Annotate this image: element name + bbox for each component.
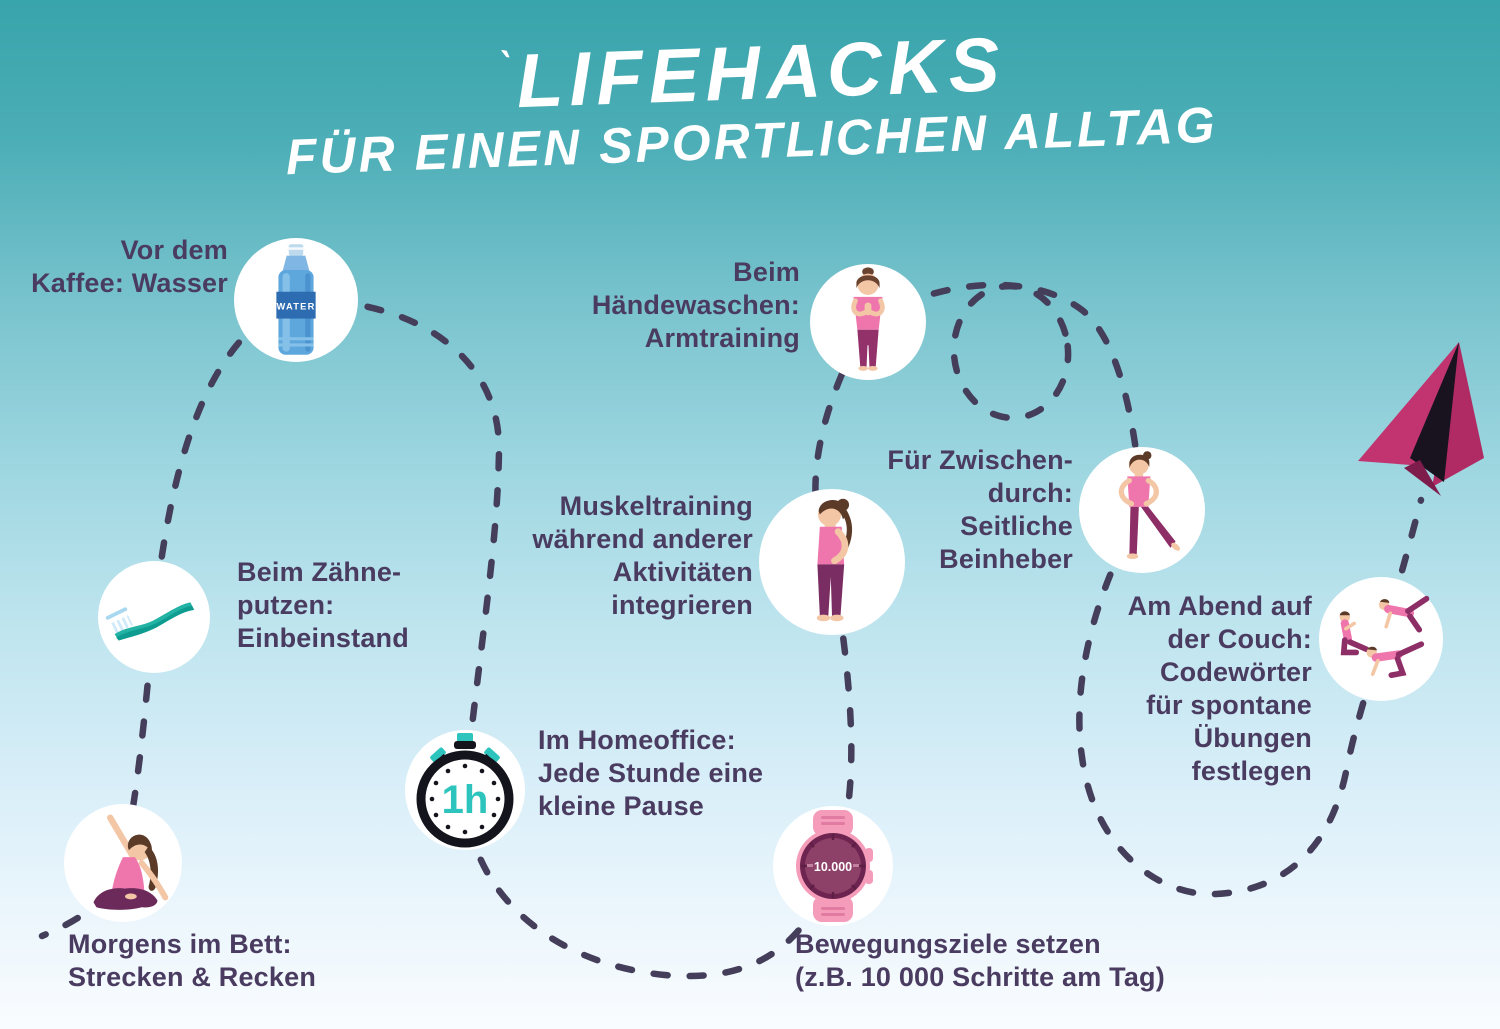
label-line: Seitliche — [960, 511, 1073, 541]
label-line: durch: — [987, 478, 1073, 508]
svg-text:WATER: WATER — [276, 301, 315, 311]
label-line: Im Homeoffice: — [538, 725, 736, 755]
prayer-pose-person-badge — [810, 264, 926, 380]
side-leg-raise-person-badge — [1079, 447, 1205, 573]
paper-plane-icon — [1358, 342, 1484, 496]
water-bottle-icon: WATER — [276, 244, 316, 355]
label-line: putzen: — [237, 590, 335, 620]
side-leg-raise-person-icon — [1118, 451, 1181, 560]
label-line: Strecken & Recken — [68, 962, 317, 992]
stopwatch-icon: 1h — [416, 733, 514, 848]
stopwatch-badge: 1h — [405, 730, 525, 850]
label-line: Händewaschen: — [591, 290, 800, 320]
smartwatch-badge: 10.000 — [773, 806, 893, 926]
path-segment-morning — [38, 296, 300, 940]
item-homeoffice-label: Im Homeoffice: Jede Stunde eine kleine P… — [538, 724, 763, 823]
toothbrush-badge — [98, 561, 210, 673]
label-line: für spontane — [1146, 690, 1312, 720]
prayer-pose-person-icon — [851, 267, 885, 371]
item-goals-label: Bewegungsziele setzen (z.B. 10 000 Schri… — [795, 928, 1165, 994]
path-segment-sidestep-couch — [1076, 506, 1385, 898]
standing-person-icon — [816, 498, 853, 622]
label-line: Morgens im Bett: — [68, 929, 292, 959]
title-accent: ` — [489, 43, 516, 90]
item-couch-label: Am Abend auf der Couch: Codewörter für s… — [1128, 590, 1312, 788]
path-segment-stopwatch-watch — [461, 786, 837, 980]
item-bed-label: Morgens im Bett: Strecken & Recken — [68, 928, 316, 994]
label-line: integrieren — [611, 590, 753, 620]
label-line: Beim Zähne- — [237, 557, 402, 587]
standing-person-badge — [759, 489, 905, 635]
path-segment-bottle-stopwatch — [292, 296, 503, 794]
svg-text:1h: 1h — [442, 778, 489, 822]
item-muscle-label: Muskeltraining während anderer Aktivität… — [532, 490, 753, 622]
label-line: der Couch: — [1167, 624, 1312, 654]
stretching-person-icon — [93, 814, 169, 910]
label-line: Muskeltraining — [559, 491, 753, 521]
path-loop — [950, 282, 1072, 422]
label-line: Beim — [733, 257, 800, 287]
stretching-person-badge — [64, 804, 182, 922]
path-segment-hands-sidestep — [864, 281, 1146, 514]
label-line: Armtraining — [644, 323, 800, 353]
item-between-label: Für Zwischen- durch: Seitliche Beinheber — [887, 444, 1073, 576]
exercise-poses-badge — [1319, 577, 1443, 701]
path-segment-muscle-hands — [812, 318, 872, 566]
label-line: während anderer — [532, 524, 753, 554]
label-line: Beinheber — [939, 544, 1073, 574]
label-line: Kaffee: Wasser — [31, 268, 228, 298]
label-line: Jede Stunde eine — [538, 758, 764, 788]
label-line: Für Zwischen- — [887, 445, 1073, 475]
label-line: festlegen — [1191, 756, 1312, 786]
label-line: Aktivitäten — [612, 557, 753, 587]
item-handwash-label: Beim Händewaschen: Armtraining — [592, 256, 800, 355]
water-bottle-badge: WATER — [234, 238, 358, 362]
toothbrush-icon — [105, 602, 195, 641]
item-water-label: Vor dem Kaffee: Wasser — [31, 234, 228, 300]
label-line: kleine Pause — [538, 791, 704, 821]
svg-text:10.000: 10.000 — [814, 860, 852, 874]
label-line: Übungen — [1193, 723, 1312, 753]
item-toothbrush-label: Beim Zähne- putzen: Einbeinstand — [237, 556, 409, 655]
label-line: (z.B. 10 000 Schritte am Tag) — [795, 962, 1165, 992]
label-line: Codewörter — [1159, 657, 1312, 687]
smartwatch-icon: 10.000 — [796, 810, 873, 922]
label-line: Bewegungsziele setzen — [795, 929, 1101, 959]
label-line: Einbeinstand — [237, 623, 409, 653]
label-line: Vor dem — [120, 235, 228, 265]
label-line: Am Abend auf — [1127, 591, 1312, 621]
exercise-poses-icon — [1339, 595, 1430, 679]
